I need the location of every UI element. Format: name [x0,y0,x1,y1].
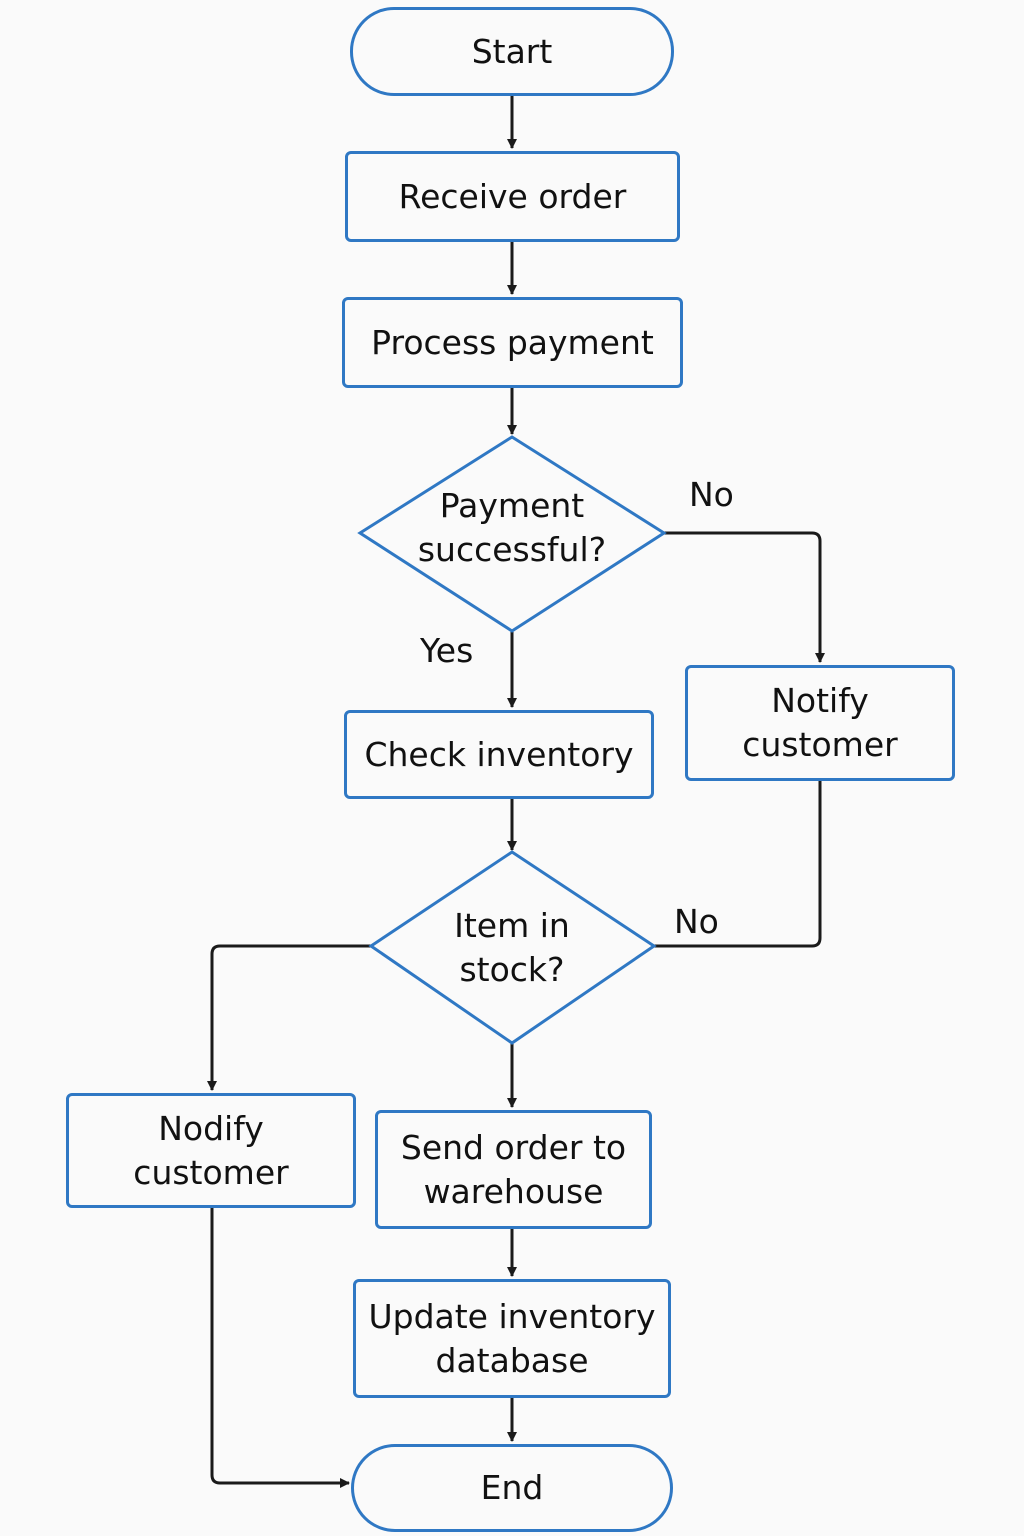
edge-payment-no [664,531,825,663]
stock-no-label: No [674,902,719,941]
receive-order-node: Receive order [345,151,680,242]
payment-yes-label: Yes [420,631,474,670]
stock-decision-label: Item in stock? [430,903,594,993]
update-inventory-node: Update inventory database [353,1279,671,1398]
check-inventory-label: Check inventory [364,734,634,774]
start-node: Start [350,7,674,96]
payment-no-label: No [689,475,734,514]
nodify-customer-stock-label: Nodify customer [133,1108,289,1192]
end-label: End [480,1468,544,1507]
check-inventory-node: Check inventory [344,710,654,799]
nodify-customer-stock-node: Nodify customer [66,1093,356,1208]
payment-decision-label: Payment successful? [400,483,624,573]
process-payment-node: Process payment [342,297,683,388]
payment-decision-text: Payment successful? [417,486,607,569]
send-order-node: Send order to warehouse [375,1110,652,1229]
update-inventory-label: Update inventory database [368,1296,656,1380]
start-label: Start [471,31,553,71]
edge-stock-left [207,944,371,1091]
edge-nodify-to-end [210,1208,350,1488]
notify-customer-payment-label: Notify customer [742,681,898,764]
process-payment-label: Process payment [371,322,654,362]
end-node: End [351,1444,673,1532]
notify-customer-payment-node: Notify customer [685,665,955,781]
stock-decision-text: Item in stock? [454,906,570,989]
send-order-label: Send order to warehouse [400,1127,627,1211]
receive-order-label: Receive order [398,176,627,216]
